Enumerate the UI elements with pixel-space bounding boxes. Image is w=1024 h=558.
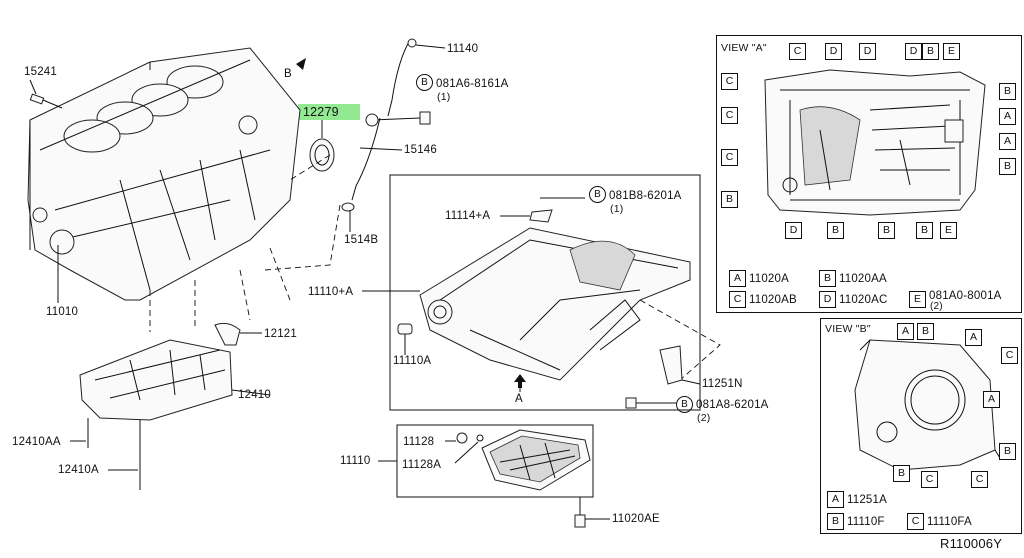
view-b-callout: C [971, 471, 988, 488]
view-a-panel: VIEW "A" C D D D B E C C C B B A A B D B… [716, 35, 1022, 313]
label-12410aa: 12410AA [12, 436, 61, 448]
upper-oil-pan-drawing [362, 197, 721, 392]
label-12279: 12279 [303, 105, 339, 119]
label-15241: 15241 [24, 66, 57, 78]
label-081b8-6201a: 081B8-6201A [609, 190, 682, 202]
view-a-callout: A [999, 108, 1016, 125]
baffle-drawing [70, 247, 291, 490]
view-a-callout: C [789, 43, 806, 60]
view-a-callout: D [785, 222, 802, 239]
label-081a6-qty: (1) [437, 91, 451, 103]
legend-key: C [729, 291, 746, 308]
view-a-title: VIEW "A" [721, 42, 767, 54]
view-a-callout: A [999, 133, 1016, 150]
legend-part: 11020AC [839, 294, 888, 306]
view-a-callout: D [905, 43, 922, 60]
label-12121: 12121 [264, 328, 297, 340]
view-b-title: VIEW "B" [825, 323, 871, 335]
view-b-callout: B [893, 465, 910, 482]
view-a-callout: B [999, 83, 1016, 100]
view-a-callout: B [922, 43, 939, 60]
diagram-id: R110006Y [940, 536, 1003, 551]
label-11110a-plus: 11110+A [308, 286, 354, 298]
view-a-callout: B [999, 158, 1016, 175]
view-a-drawing [764, 69, 986, 216]
lower-pan-box [396, 424, 594, 498]
label-11114a: 11114+A [445, 210, 491, 222]
legend-key: C [907, 513, 924, 530]
view-b-callout: B [917, 323, 934, 340]
view-a-callout: C [721, 149, 738, 166]
circle-b-081b8: B [589, 186, 606, 203]
lower-oil-pan-drawing [378, 429, 610, 528]
view-a-callout: C [721, 107, 738, 124]
view-b-callout: C [1001, 347, 1018, 364]
legend-qty: (2) [930, 301, 943, 312]
view-a-callout: D [859, 43, 876, 60]
view-a-callout: C [721, 73, 738, 90]
view-a-callout: E [943, 43, 960, 60]
view-a-callout: D [825, 43, 842, 60]
oil-pan-group-box [389, 174, 701, 411]
label-11010: 11010 [46, 306, 79, 318]
view-b-callout: C [921, 471, 938, 488]
view-b-callout: B [999, 443, 1016, 460]
label-081b8-qty: (1) [610, 203, 624, 215]
label-11110: 11110 [340, 455, 371, 467]
view-a-callout: B [721, 191, 738, 208]
label-11128: 11128 [403, 436, 435, 448]
legend-key: B [827, 513, 844, 530]
view-a-arrow [514, 374, 526, 388]
legend-key: E [909, 291, 926, 308]
engine-block-drawing [27, 47, 301, 301]
label-11251n: 11251N [702, 378, 743, 390]
cover-drawing [625, 345, 701, 409]
label-081a8-qty: (2) [697, 412, 711, 424]
view-a-callout: B [878, 222, 895, 239]
legend-key: B [819, 270, 836, 287]
label-11020ae: 11020AE [612, 513, 660, 525]
legend-key: A [827, 491, 844, 508]
label-12410: 12410 [238, 389, 271, 401]
legend-part: 11110FA [927, 516, 972, 528]
label-11140: 11140 [447, 43, 479, 55]
label-081a6-8161a: 081A6-8161A [436, 78, 509, 90]
legend-part: 11110F [847, 516, 885, 528]
view-b-callout: A [983, 391, 1000, 408]
label-081a8-6201a: 081A8-6201A [696, 399, 769, 411]
circle-b-081a6: B [416, 74, 433, 91]
view-a-callout: E [940, 222, 957, 239]
view-a-callout: B [827, 222, 844, 239]
part-highlight [298, 104, 360, 120]
label-15146: 15146 [404, 144, 437, 156]
legend-key: D [819, 291, 836, 308]
label-11128a: 11128A [402, 459, 442, 471]
view-b-arrow [296, 58, 306, 70]
legend-part: 11020A [749, 273, 789, 285]
dipstick-drawing [264, 38, 446, 271]
legend-part: 11251A [847, 494, 887, 506]
label-11110a: 11110A [393, 355, 432, 367]
label-arrow-b: B [284, 68, 292, 80]
circle-b-081a8: B [676, 396, 693, 413]
view-b-panel: VIEW "B" A B A C A B B C C A 11251A B 11… [820, 318, 1022, 534]
view-a-callout: B [916, 222, 933, 239]
legend-part: 11020AB [749, 294, 797, 306]
legend-part: 11020AA [839, 273, 887, 285]
legend-key: A [729, 270, 746, 287]
label-15148: 1514B [344, 234, 379, 246]
view-b-callout: A [897, 323, 914, 340]
legend-part: 081A0-8001A [929, 290, 1002, 302]
label-arrow-a: A [515, 393, 523, 405]
view-b-callout: A [965, 329, 982, 346]
label-12410a: 12410A [58, 464, 99, 476]
